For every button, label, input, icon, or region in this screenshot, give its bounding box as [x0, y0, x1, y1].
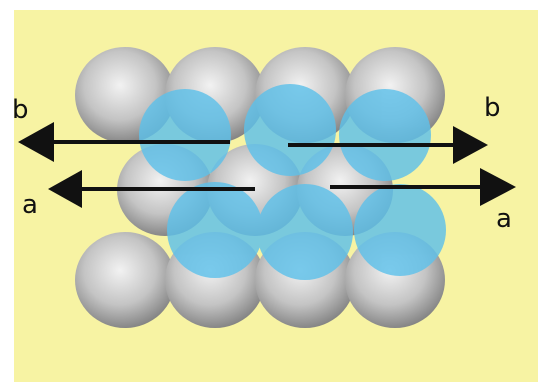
blue-atom — [339, 89, 431, 181]
blue-atom — [139, 89, 231, 181]
blue-atom — [167, 182, 263, 278]
label-a-right: a — [496, 204, 512, 234]
label-b-left: b — [12, 95, 29, 125]
label-a-left: a — [22, 190, 38, 220]
blue-atom — [244, 84, 336, 176]
blue-atom — [257, 184, 353, 280]
gray-atom — [75, 232, 175, 328]
blue-atom — [354, 184, 446, 276]
label-b-right: b — [484, 93, 501, 123]
